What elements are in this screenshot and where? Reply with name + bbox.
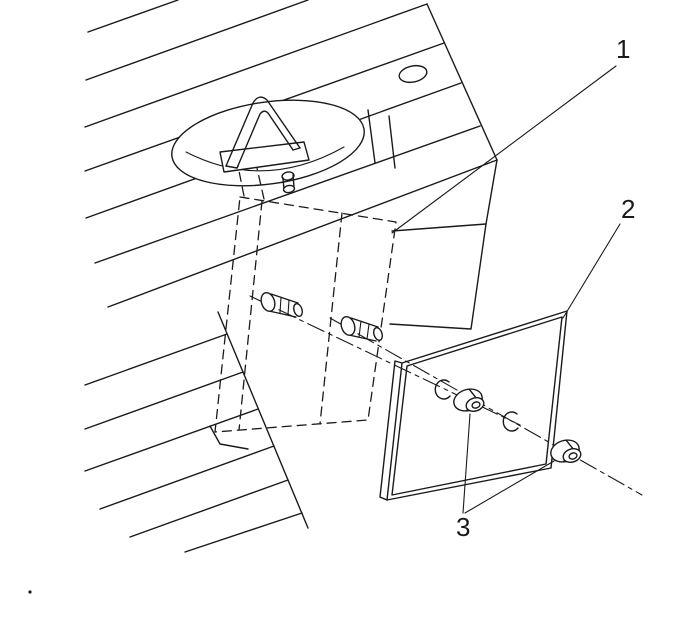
inner-wall-panel: [389, 223, 487, 330]
tie-down-pocket: [171, 96, 365, 194]
plate-stud-holes: [434, 379, 519, 432]
hook-base-plate: [219, 141, 310, 173]
page-dot: [28, 590, 32, 594]
plate-inner-edge: [391, 316, 563, 496]
rail-oval-hole: [398, 64, 428, 84]
plate-thickness-edge: [379, 360, 403, 501]
mounting-plate: [379, 310, 568, 501]
pocket-oval: [171, 99, 365, 187]
centerline-rear-stud: [329, 317, 643, 496]
callout-1-label: 1: [616, 34, 630, 64]
pocket-floor-line: [185, 146, 345, 172]
callout-2-leader: [562, 223, 621, 319]
callout-3-label: 3: [456, 512, 470, 542]
front-stud: [260, 292, 304, 318]
body-panel-lower-lines: [84, 311, 309, 553]
plate-outer-edge: [386, 310, 568, 501]
callout-3-leader-front: [462, 413, 471, 514]
callout-2-label: 2: [621, 194, 635, 224]
tie-down-hook-loop: [225, 96, 301, 169]
callout-leaders: [391, 65, 621, 514]
bracket-foot: [209, 425, 249, 450]
callout-3-leader-rear: [464, 460, 555, 514]
plate-hole-rear: [502, 411, 519, 432]
hook-pivot-bolt: [281, 171, 296, 194]
callout-1-leader: [391, 65, 617, 234]
rear-stud: [340, 316, 384, 342]
plate-hole-front: [434, 379, 451, 400]
